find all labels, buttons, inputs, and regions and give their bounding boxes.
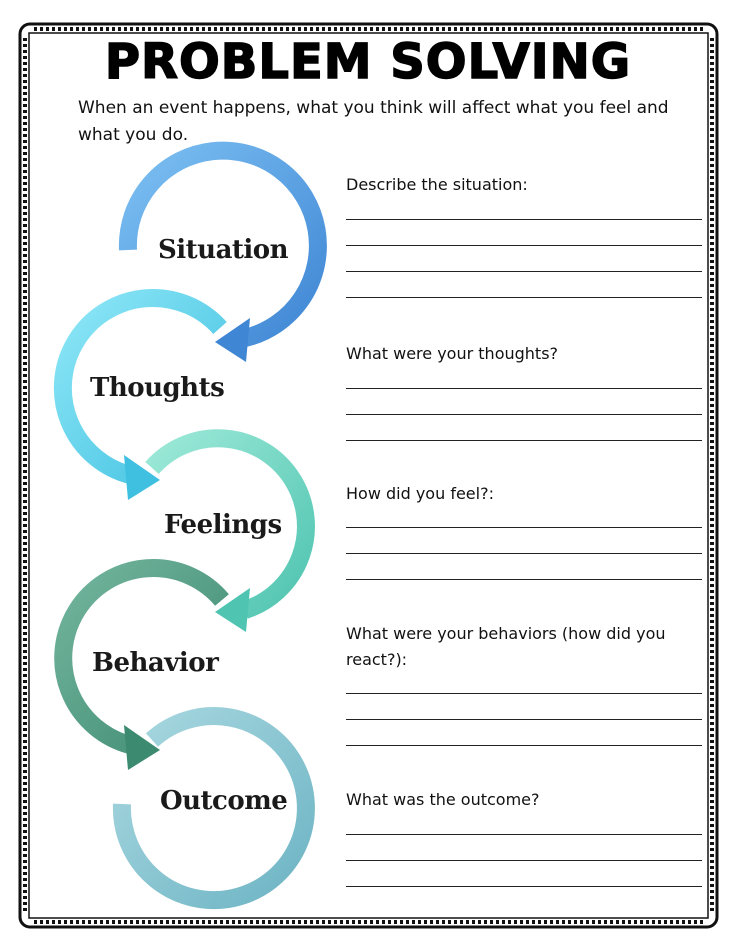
behavior-arrow — [54, 559, 229, 770]
answer-line[interactable] — [346, 834, 702, 835]
page-title: PROBLEM SOLVING — [104, 33, 632, 91]
situation-arrow — [118, 141, 327, 362]
prompt-thoughts: What were your thoughts? — [346, 344, 559, 363]
answer-line[interactable] — [346, 219, 702, 220]
answer-line[interactable] — [346, 553, 702, 554]
prompt-situation: Describe the situation: — [346, 175, 528, 194]
page-subtitle: When an event happens, what you think wi… — [78, 98, 669, 145]
answer-line[interactable] — [346, 271, 702, 272]
outcome-ring — [112, 707, 315, 910]
feelings-arrow — [145, 429, 315, 632]
prompt-outcome: What was the outcome? — [346, 790, 540, 809]
prompt-feelings: How did you feel?: — [346, 484, 494, 503]
cycle-label-thoughts: Thoughts — [90, 373, 225, 403]
answer-line[interactable] — [346, 693, 702, 694]
cycle-label-situation: Situation — [158, 235, 289, 265]
answer-line[interactable] — [346, 719, 702, 720]
cycle-label-feelings: Feelings — [164, 510, 282, 540]
answer-line[interactable] — [346, 297, 702, 298]
answer-line[interactable] — [346, 440, 702, 441]
answer-line[interactable] — [346, 388, 702, 389]
answer-line[interactable] — [346, 527, 702, 528]
answer-line[interactable] — [346, 414, 702, 415]
answer-line[interactable] — [346, 245, 702, 246]
answer-line[interactable] — [346, 860, 702, 861]
cycle-label-behavior: Behavior — [92, 648, 219, 678]
answer-line[interactable] — [346, 745, 702, 746]
cycle-label-outcome: Outcome — [160, 786, 288, 816]
answer-line[interactable] — [346, 886, 702, 887]
thoughts-arrow — [53, 288, 227, 500]
answer-line[interactable] — [346, 579, 702, 580]
prompt-behavior: What were your behaviors (how did you re… — [346, 624, 666, 669]
